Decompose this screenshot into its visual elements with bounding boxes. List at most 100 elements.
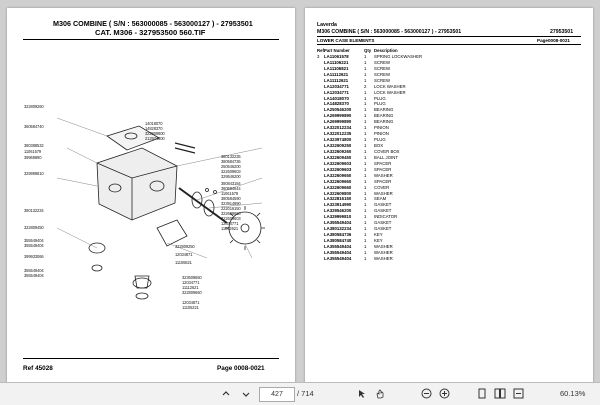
part-label: 39969890 — [24, 155, 42, 160]
part-label: 322809260 — [24, 104, 44, 109]
previous-page-button[interactable] — [219, 387, 233, 400]
qty-cell: 1 — [364, 255, 367, 261]
part-number-cell: LA322609603 — [324, 160, 352, 166]
description-cell: SCREW — [374, 77, 390, 83]
exploded-parts-diagram — [56, 117, 265, 300]
description-cell: PINION — [374, 131, 389, 137]
description-cell: BEARING — [374, 107, 394, 113]
description-cell: GASKET — [374, 202, 392, 208]
part-number-cell: LA322609800 — [324, 190, 352, 196]
fit-page-button[interactable] — [511, 387, 525, 400]
select-tool-button[interactable] — [355, 387, 369, 400]
hand-tool-button[interactable] — [373, 387, 387, 400]
total-pages-label: / 714 — [297, 389, 314, 398]
part-label: 355549404 — [24, 243, 44, 248]
qty-cell: 1 — [364, 53, 367, 59]
description-cell: SCREW — [374, 65, 390, 71]
section-title: LOWER CASE ELEMENTS — [317, 38, 375, 43]
description-cell: BEARING — [374, 119, 394, 125]
qty-cell: 1 — [364, 214, 367, 220]
description-cell: GASKET — [374, 226, 392, 232]
part-number-cell: LA14018070 — [324, 95, 349, 101]
part-number-cell: LA11112621 — [324, 77, 349, 83]
part-number-cell: LA322816150 — [324, 196, 352, 202]
part-label: 11062621 — [221, 226, 239, 231]
part-label: 12034871 — [182, 300, 200, 305]
single-page-view-button[interactable] — [475, 387, 489, 400]
description-cell: LOCK WASHER — [374, 89, 406, 95]
qty-cell: 1 — [364, 220, 367, 226]
zoom-out-button[interactable] — [419, 387, 433, 400]
part-label: 11105221 — [182, 305, 199, 310]
description-cell: GASKET — [374, 220, 392, 226]
left-catalog-page: M306 COMBINE ( S/N : 563000085 - 5630001… — [7, 8, 295, 383]
qty-cell: 2 — [364, 83, 367, 89]
description-cell: WASHER — [374, 249, 393, 255]
qty-cell: 1 — [364, 166, 367, 172]
part-number-cell: LA323974800 — [324, 137, 352, 143]
qty-cell: 1 — [364, 101, 367, 107]
table-row: LA323914990 1 GASKET — [317, 202, 422, 208]
description-cell: INDICATOR — [374, 214, 398, 220]
chevron-up-icon — [222, 390, 230, 395]
ref-cell — [317, 256, 324, 262]
zoom-in-button[interactable] — [437, 387, 451, 400]
part-label: 322809450 — [24, 225, 44, 230]
next-page-button[interactable] — [239, 387, 253, 400]
qty-cell: 1 — [364, 119, 367, 125]
qty-cell: 1 — [364, 95, 367, 101]
qty-cell: 1 — [364, 202, 367, 208]
description-cell: WASHER — [374, 243, 393, 249]
table-header: Ref. Part Number Qty Description — [317, 48, 398, 53]
two-page-view-button[interactable] — [493, 387, 507, 400]
part-label: 322609603 — [221, 216, 241, 221]
part-label: 250546200 — [221, 164, 241, 169]
left-header-catalog: CAT. M306 - 327953500 560.TIF — [95, 28, 206, 37]
part-label: 12034771 — [182, 280, 200, 285]
zoom-level-label[interactable]: 60.13% — [560, 389, 586, 398]
part-number-cell: LA355549404 — [324, 249, 352, 255]
qty-cell: 1 — [364, 59, 367, 65]
left-header-title: M306 COMBINE ( S/N : 563000085 - 5630001… — [53, 19, 253, 28]
part-number-cell: LA250546200 — [324, 107, 352, 113]
cursor-icon — [359, 389, 365, 398]
qty-cell: 1 — [364, 172, 367, 178]
part-number-cell: LA323914990 — [324, 202, 352, 208]
part-number-cell: LA380584736 — [324, 232, 352, 238]
hand-icon — [376, 388, 384, 398]
qty-cell: 1 — [364, 184, 367, 190]
chevron-down-icon — [242, 392, 250, 397]
page-number-input[interactable]: 427 — [259, 387, 295, 402]
description-cell: SEAM — [374, 196, 387, 202]
qty-cell: 1 — [364, 232, 367, 238]
part-number-cell: LA11061578 — [324, 53, 349, 59]
part-label: 355549404 — [24, 268, 44, 273]
part-number-cell: LA322609450 — [324, 154, 352, 160]
part-number-cell: LA322609260 — [324, 148, 352, 154]
qty-cell: 1 — [364, 125, 367, 131]
brand-label: Laverda — [317, 22, 337, 28]
part-number-cell: LA269999890 — [324, 113, 352, 119]
minus-circle-icon — [421, 388, 431, 399]
plus-circle-icon — [439, 388, 449, 399]
part-label: 212974800 — [145, 136, 165, 141]
part-number-cell: LA380132234 — [324, 226, 352, 232]
part-label: 11112621 — [182, 285, 199, 290]
part-number-cell: LA329999810 — [324, 214, 352, 220]
part-label: 329999810 — [24, 171, 44, 176]
description-cell: PINION — [374, 125, 389, 131]
part-label: 380584736 — [221, 159, 241, 164]
left-footer-page: Page 0008-0021 — [217, 365, 265, 372]
part-label: 380843184 — [221, 181, 241, 186]
